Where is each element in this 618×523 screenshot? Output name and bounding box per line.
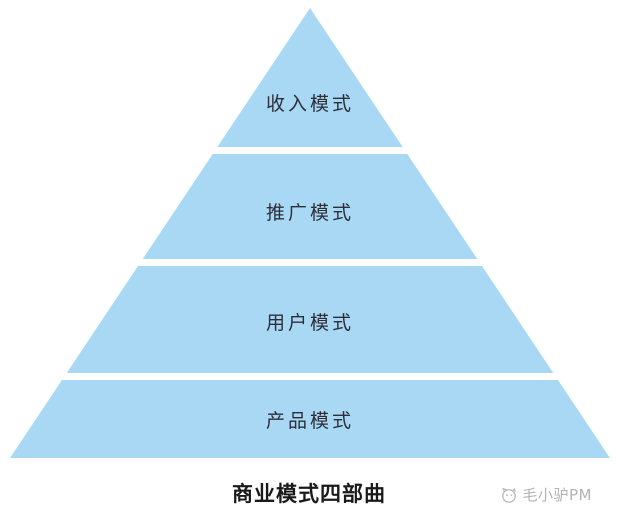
diagram-title: 商业模式四部曲	[232, 482, 386, 506]
tier-4-label: 产品模式	[266, 410, 354, 432]
pyramid-tier-1	[217, 8, 403, 147]
tier-1-label: 收入模式	[266, 93, 354, 115]
tier-3-label: 用户模式	[266, 312, 354, 334]
pyramid-tier-4	[10, 380, 610, 458]
pyramid-tier-2	[142, 154, 478, 259]
donkey-logo-icon	[500, 486, 518, 504]
pyramid-tier-3	[66, 266, 554, 373]
watermark-text: 毛小驴PM	[522, 486, 592, 504]
watermark: 毛小驴PM	[500, 484, 593, 505]
tier-2-label: 推广模式	[266, 202, 354, 224]
